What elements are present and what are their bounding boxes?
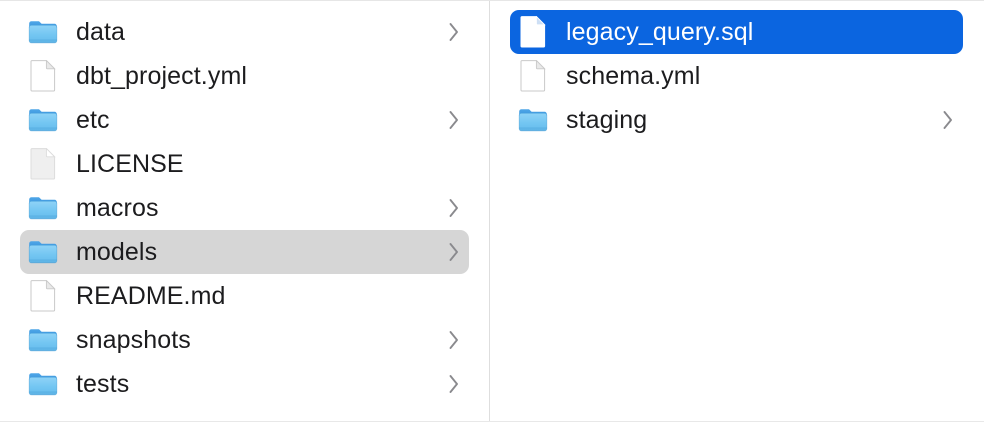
column-project-root: data dbt_project.yml [0,1,490,421]
file-row-label: README.md [76,282,226,310]
chevron-right-icon[interactable] [447,373,461,395]
folder-icon [518,105,548,135]
folder-icon [28,325,58,355]
folder-icon [28,17,58,47]
file-row[interactable]: macros [20,186,469,230]
file-row[interactable]: staging [510,98,963,142]
file-icon [28,60,58,92]
chevron-right-icon[interactable] [941,109,955,131]
file-row[interactable]: data [20,10,469,54]
column-models: legacy_query.sql schema.yml [490,1,983,421]
chevron-right-icon[interactable] [447,241,461,263]
file-row-label: legacy_query.sql [566,18,754,46]
folder-icon [28,105,58,135]
file-row[interactable]: tests [20,362,469,406]
file-row-label: staging [566,106,648,134]
folder-icon [28,369,58,399]
file-row-label: data [76,18,126,46]
file-row-label: tests [76,370,130,398]
file-icon [28,280,58,312]
file-row[interactable]: schema.yml [510,54,963,98]
chevron-right-icon[interactable] [447,197,461,219]
file-row[interactable]: legacy_query.sql [510,10,963,54]
folder-icon [28,237,58,267]
file-row-label: etc [76,106,110,134]
file-row-label: macros [76,194,159,222]
file-row-label: dbt_project.yml [76,62,248,90]
folder-icon [28,193,58,223]
file-row[interactable]: models [20,230,469,274]
file-row[interactable]: snapshots [20,318,469,362]
file-icon [518,60,548,92]
file-row[interactable]: etc [20,98,469,142]
chevron-right-icon[interactable] [447,329,461,351]
file-row-label: schema.yml [566,62,701,90]
file-row[interactable]: dbt_project.yml [20,54,469,98]
file-row[interactable]: LICENSE [20,142,469,186]
file-row-label: models [76,238,158,266]
file-row[interactable]: README.md [20,274,469,318]
chevron-right-icon[interactable] [447,109,461,131]
file-icon [518,16,548,48]
document-icon [28,148,58,180]
file-row-label: LICENSE [76,150,184,178]
file-row-label: snapshots [76,326,191,354]
chevron-right-icon[interactable] [447,21,461,43]
